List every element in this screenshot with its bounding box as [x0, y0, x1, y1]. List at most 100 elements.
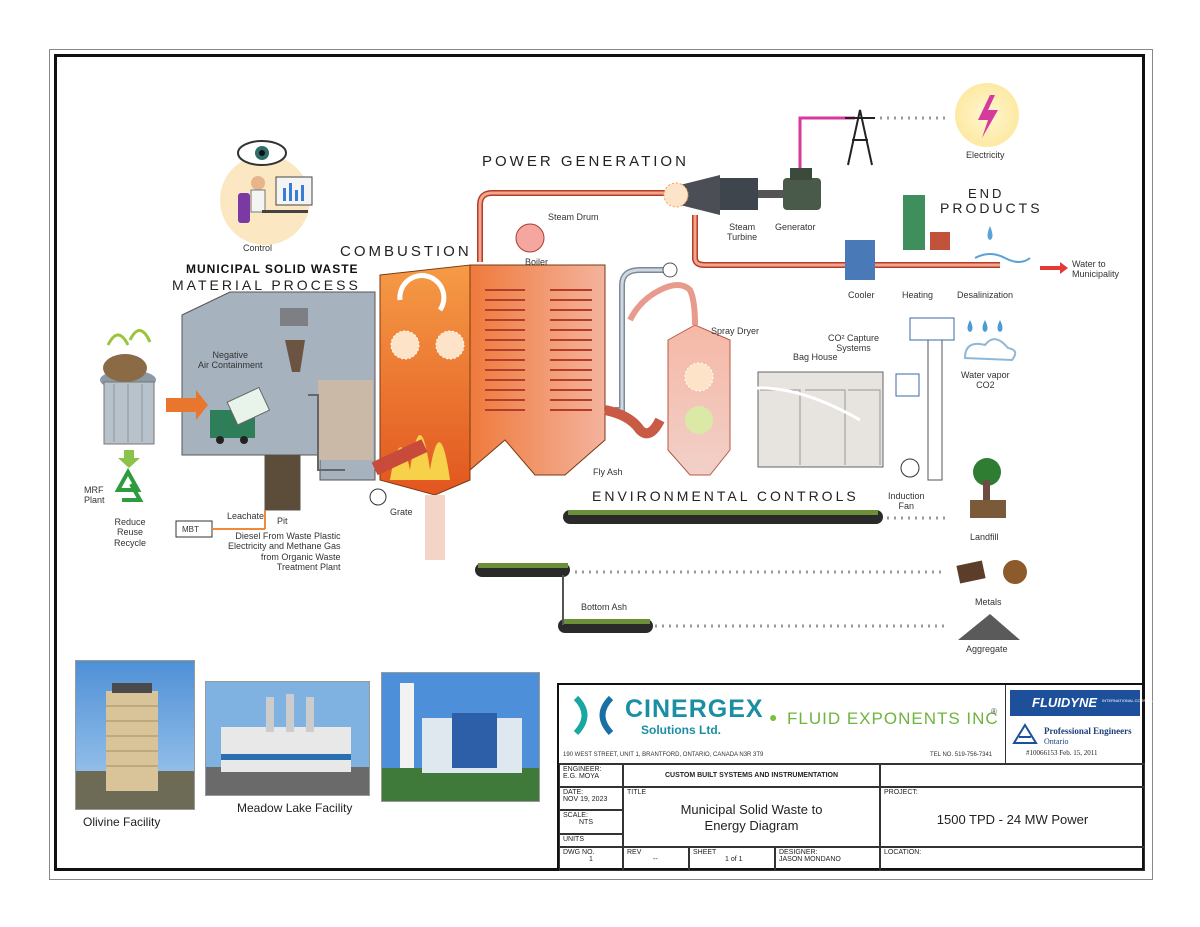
engineer-value: E.G. MOYA	[563, 773, 600, 780]
heading-msw-line2: MATERIAL PROCESS	[172, 277, 361, 293]
label-reduce-reuse-recycle: Reduce Reuse Recycle	[114, 517, 147, 548]
label-diesel-note: Diesel From Waste Plastic Electricity an…	[228, 531, 341, 573]
steam-turbine-generator	[663, 83, 1019, 268]
outer-frame	[49, 49, 1153, 880]
scale-value: NTS	[579, 819, 593, 826]
cinergex-sub: Solutions Ltd.	[641, 723, 721, 737]
date-value: NOV 19, 2023	[563, 796, 608, 803]
title-block-logos: CINERGEX Solutions Ltd. ● FLUID EXPONENT…	[559, 685, 1006, 764]
fluidyne-pe-block: FLUIDYNE INTERNATIONAL CORPORATION Profe…	[1006, 685, 1164, 764]
msw-building	[166, 291, 376, 511]
cell-location: LOCATION:	[880, 847, 1145, 871]
fluid-exponents-name: FLUID EXPONENTS INC	[787, 709, 999, 728]
cell-project: PROJECT: 1500 TPD - 24 MW Power	[880, 787, 1145, 847]
cell-blank-top	[880, 764, 1145, 787]
label-cooler: Cooler	[848, 290, 875, 300]
label-water-vapor: Water vapor CO2	[961, 370, 1010, 391]
dwg-value: 1	[589, 856, 593, 863]
cell-designer: DESIGNER: JASON MONDANO	[775, 847, 880, 871]
landfill-metal-aggregate-icons	[956, 458, 1027, 640]
cell-title: TITLE Municipal Solid Waste to Energy Di…	[623, 787, 880, 847]
heading-environmental-controls: ENVIRONMENTAL CONTROLS	[592, 488, 859, 504]
conveyors	[475, 116, 945, 633]
company-tel: TEL NO. 519-756-7341	[930, 752, 993, 758]
project-value: 1500 TPD - 24 MW Power	[936, 812, 1089, 827]
engineer-label: ENGINEER:	[563, 766, 602, 773]
label-control: Control	[243, 243, 273, 253]
fluidyne-sub: INTERNATIONAL CORPORATION	[1102, 698, 1165, 703]
label-bottom-ash: Bottom Ash	[581, 602, 628, 612]
cell-scale: SCALE: NTS	[559, 810, 623, 834]
cell-rev: REV --	[623, 847, 689, 871]
fluid-exponents-mark: ®	[991, 707, 997, 716]
label-spray-dryer: Spray Dryer	[711, 326, 760, 336]
heading-msw-line1: MUNICIPAL SOLID WASTE	[186, 262, 359, 276]
caption-meadow-lake: Meadow Lake Facility	[237, 801, 353, 815]
label-heating: Heating	[902, 290, 934, 300]
fluidyne-logo: FLUIDYNE INTERNATIONAL CORPORATION	[1010, 690, 1164, 716]
label-fly-ash: Fly Ash	[593, 467, 623, 477]
rev-label: REV	[627, 849, 642, 856]
cinergex-name: CINERGEX	[625, 695, 764, 723]
caption-olivine: Olivine Facility	[83, 815, 161, 829]
dwg-label: DWG NO.	[563, 849, 595, 856]
label-metals: Metals	[975, 597, 1002, 607]
end-products-illustration	[845, 195, 1068, 362]
cell-date: DATE: NOV 19, 2023	[559, 787, 623, 810]
bag-house	[739, 317, 955, 481]
heading-end-products-line2: PRODUCTS	[940, 200, 1043, 216]
label-co2-capture: CO² Capture Systems	[828, 333, 880, 354]
sheet-value: 1 of 1	[725, 856, 743, 863]
cell-custom-built: CUSTOM BUILT SYSTEMS AND INSTRUMENTATION	[623, 764, 880, 787]
cinergex-logo-icon	[571, 693, 616, 738]
location-label: LOCATION:	[884, 849, 922, 856]
sheet-label: SHEET	[693, 849, 717, 856]
title-line2: Energy Diagram	[704, 818, 799, 833]
pe-logo-icon	[1012, 723, 1038, 745]
pe-line3: #10066153 Feb. 15, 2011	[1026, 749, 1098, 757]
boiler	[469, 190, 670, 476]
title-block: CINERGEX Solutions Ltd. ● FLUID EXPONENT…	[557, 683, 1164, 871]
fluid-exponents-icon: ●	[769, 709, 778, 725]
label-electricity: Electricity	[966, 150, 1005, 160]
combustion-furnace	[369, 264, 471, 560]
project-label: PROJECT:	[884, 789, 918, 796]
cell-sheet: SHEET 1 of 1	[689, 847, 775, 871]
photo-meadow-lake-facility	[205, 681, 370, 796]
label-mbt: MBT	[182, 525, 199, 534]
cell-engineer: ENGINEER: E.G. MOYA	[559, 764, 623, 787]
heading-combustion: COMBUSTION	[340, 243, 472, 260]
photo-olivine-facility	[75, 660, 195, 810]
designer-value: JASON MONDANO	[779, 856, 841, 863]
company-address: 190 WEST STREET, UNIT 1, BRANTFORD, ONTA…	[563, 752, 764, 758]
control-operator-illustration	[220, 140, 313, 245]
label-steam-drum: Steam Drum	[548, 212, 599, 222]
label-landfill: Landfill	[970, 532, 999, 542]
pe-line1: Professional Engineers	[1044, 726, 1132, 736]
heading-power-generation: POWER GENERATION	[482, 153, 689, 170]
trash-can	[100, 329, 156, 502]
pe-line2: Ontario	[1044, 737, 1069, 746]
photo-facility-3	[381, 672, 540, 802]
date-label: DATE:	[563, 789, 584, 796]
title-label: TITLE	[627, 789, 647, 796]
label-leachate: Leachate	[227, 511, 265, 521]
spray-dryer	[603, 282, 731, 476]
label-steam-turbine: Steam Turbine	[727, 222, 758, 243]
label-pit: Pit	[277, 516, 288, 526]
units-label: UNITS	[559, 834, 623, 847]
label-bag-house: Bag House	[793, 352, 838, 362]
heading-end-products-line1: END	[968, 186, 1005, 201]
fluidyne-name: FLUIDYNE	[1032, 695, 1097, 710]
label-boiler: Boiler	[525, 257, 549, 267]
label-negative-air: Negative Air Containment	[198, 350, 263, 371]
label-mrf-plant: MRF Plant	[84, 485, 105, 506]
scale-label: SCALE:	[563, 812, 588, 819]
title-line1: Municipal Solid Waste to	[680, 802, 823, 817]
designer-label: DESIGNER:	[779, 849, 818, 856]
label-generator: Generator	[775, 222, 816, 232]
label-desalinization: Desalinization	[957, 290, 1014, 300]
label-grate: Grate	[390, 507, 413, 517]
cell-dwg: DWG NO. 1	[559, 847, 623, 871]
